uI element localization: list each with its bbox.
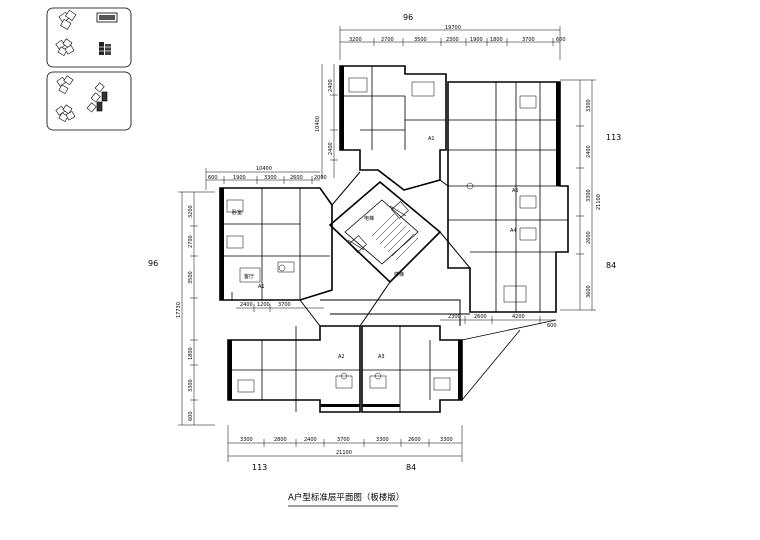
b-dim-6: 2600 [408,437,421,443]
b-dim-5: 3300 [376,437,389,443]
right-bottom-dimension-string [440,316,556,324]
top-dimension-string [339,26,561,60]
elevator-shafts [347,201,409,253]
top-dim-2: 2700 [381,37,394,43]
left-top-dimension-string [205,168,320,190]
b-dim-4: 3700 [337,437,350,443]
r-dim-4: 2600 [586,231,592,244]
room-label-living: 客厅 [244,273,254,280]
b-dim-1: 3300 [240,437,253,443]
overall-dim-left-side: 17730 [176,302,182,318]
lt-dim-3: 3300 [264,175,277,181]
top-dim-5: 1900 [470,37,483,43]
right-bottom-dim-labels: 2300 2600 4200 600 [448,314,557,329]
lt-dim-2: 1900 [233,175,246,181]
r-dim-3: 3300 [586,189,592,202]
angle-label-bottom-left: 113 [252,463,267,472]
r-dim-1: 3300 [586,99,592,112]
lt-dim-1: 600 [208,175,218,181]
angle-label-right-top: 113 [606,133,621,142]
lower-left-dim-labels: 2400 1200 3700 [240,302,291,308]
rb-dim-1: 2300 [448,314,461,320]
ul-dim-overall: 10400 [315,116,321,132]
lower-left-dimension-string [236,304,324,312]
left-top-dim-labels: 600 1900 3300 2600 2000 [208,175,327,181]
furniture-marks [226,77,537,393]
room-labels: 卧室 客厅 电梯 楼梯 [232,209,404,280]
top-dim-labels: 3200 2700 3500 2300 1900 1800 3700 600 [349,37,566,43]
rb-dim-2: 2600 [474,314,487,320]
unit-label-a2: A2 [338,354,345,360]
key-plan-icon-cluster [55,9,77,57]
angle-label-bottom-right: 84 [406,463,416,472]
key-plan-tower-icon [86,82,108,113]
top-dim-1: 3200 [349,37,362,43]
right-dimension-string [560,79,596,311]
top-dim-3: 3500 [414,37,427,43]
lt-dim-4: 2600 [290,175,303,181]
top-dim-7: 3700 [522,37,535,43]
rb-dim-4: 600 [547,323,557,329]
unit-label-a5: A5 [512,188,519,194]
l-dim-6: 600 [188,411,194,421]
r-dim-5: 3600 [586,285,592,298]
ul-dim-2: 2400 [328,142,334,155]
bottom-dim-labels: 3300 2800 2400 3700 3300 2600 3300 [240,437,453,443]
wall-fills [220,66,560,407]
l-dim-4: 1800 [188,347,194,360]
r-dim-2: 2400 [586,145,592,158]
unit-label-a3: A3 [378,354,385,360]
rb-dim-3: 4200 [512,314,525,320]
l-dim-2: 2700 [188,235,194,248]
unit-labels: A1 A2 A3 A4 A5 A1 [258,136,519,360]
ll-dim-2: 1200 [257,302,270,308]
angle-label-top: 96 [403,13,413,22]
top-dim-8: 600 [556,37,566,43]
unit-label-top: A1 [428,136,435,142]
left-dimension-string [178,191,215,426]
room-label-bedroom: 卧室 [232,209,242,216]
room-label-elevator: 电梯 [364,215,374,222]
l-dim-3: 3500 [188,271,194,284]
top-dim-6: 1800 [490,37,503,43]
overall-dim-right-side: 21100 [596,194,602,210]
ll-dim-1: 2400 [240,302,253,308]
key-plan-building-icon [99,42,111,55]
upper-left-dim-labels: 2400 10400 2400 [315,79,334,155]
room-label-stair: 楼梯 [394,271,404,278]
overall-dim-left-top: 10400 [256,166,272,172]
bottom-dimension-string [227,425,463,462]
upper-left-dimension-string [321,64,338,178]
overall-dim-bottom: 21100 [336,450,352,456]
ul-dim-1: 2400 [328,79,334,92]
overall-dim-top: 19700 [445,25,461,31]
b-dim-7: 3300 [440,437,453,443]
angle-label-right-bottom: 84 [606,261,616,270]
b-dim-3: 2400 [304,437,317,443]
unit-label-a1: A1 [258,284,265,290]
left-dim-labels: 3200 2700 3500 1800 3300 600 [188,205,194,421]
right-dim-labels: 3300 2400 3300 2600 3600 [586,99,592,298]
drawing-title: A户型标准层平面图（板楼版） [288,492,404,503]
building-walls [219,65,569,413]
angle-label-left: 96 [148,259,158,268]
lt-dim-5: 2000 [314,175,327,181]
l-dim-5: 3300 [188,379,194,392]
stair-hatching [371,213,419,261]
key-plan-panel-2 [46,71,132,131]
unit-label-a4: A4 [510,228,517,234]
top-dim-4: 2300 [446,37,459,43]
b-dim-2: 2800 [274,437,287,443]
l-dim-1: 3200 [188,205,194,218]
ll-dim-3: 3700 [278,302,291,308]
key-plan-panel-1 [46,7,132,68]
